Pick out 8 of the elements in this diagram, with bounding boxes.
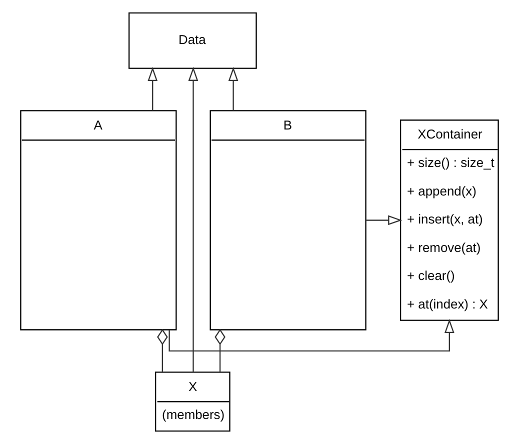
arrow (147, 66, 158, 111)
arrow (228, 66, 238, 111)
arrow (365, 215, 402, 226)
node-box: Data (128, 12, 256, 69)
arrow (168, 318, 454, 352)
connector (214, 328, 225, 372)
arrow (188, 66, 198, 372)
connector (156, 328, 168, 372)
